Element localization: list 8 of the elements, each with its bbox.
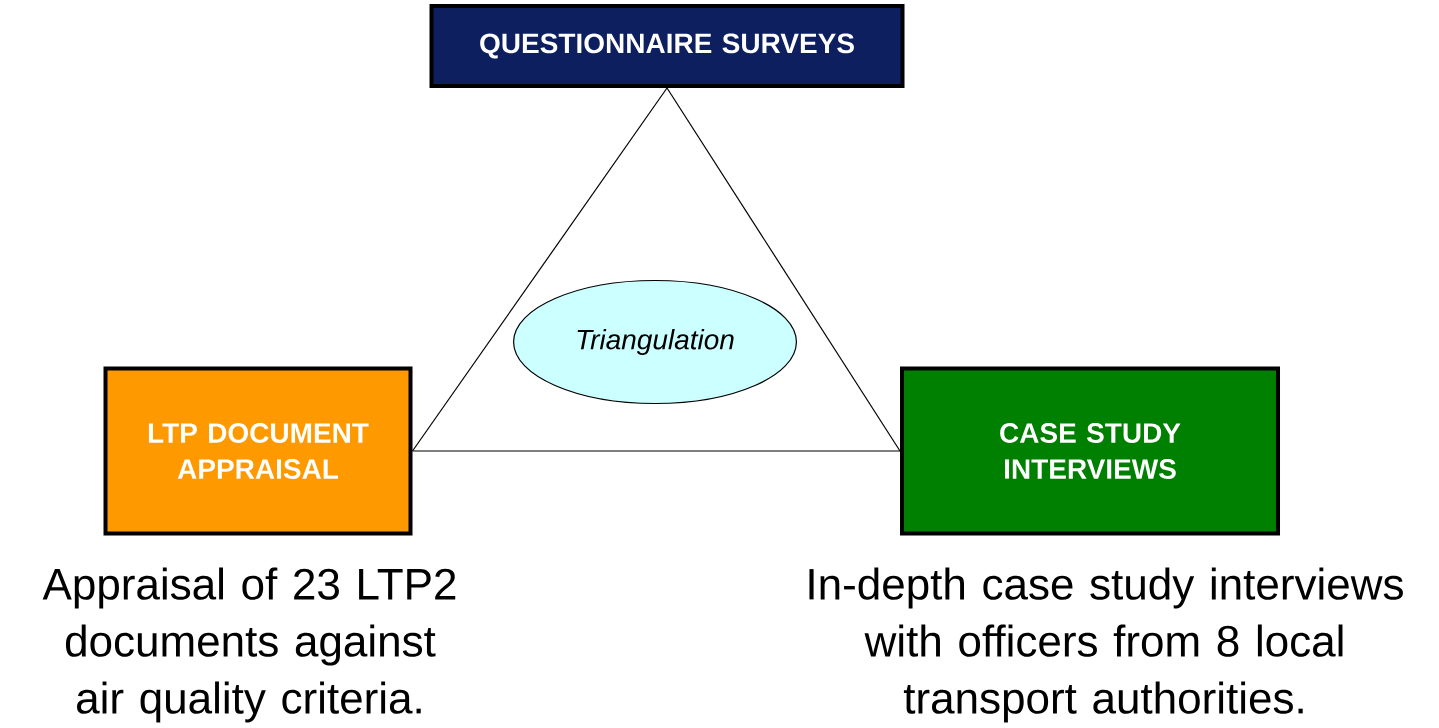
connector-line (411, 450, 901, 452)
connector-line (411, 87, 668, 452)
connector-line (666, 87, 901, 452)
caption-text: In-depth case study interviews with officers from 8 local transport authorities. (809, 567, 1403, 723)
method-box: LTP DOCUMENT APPRAISAL (103, 366, 413, 536)
method-box: QUESTIONNAIRE SURVEYS (429, 4, 905, 88)
method-box: CASE STUDY INTERVIEWS (900, 366, 1280, 536)
caption-text: Appraisal of 23 LTP2 documents against air quality criteria. (42, 567, 456, 723)
